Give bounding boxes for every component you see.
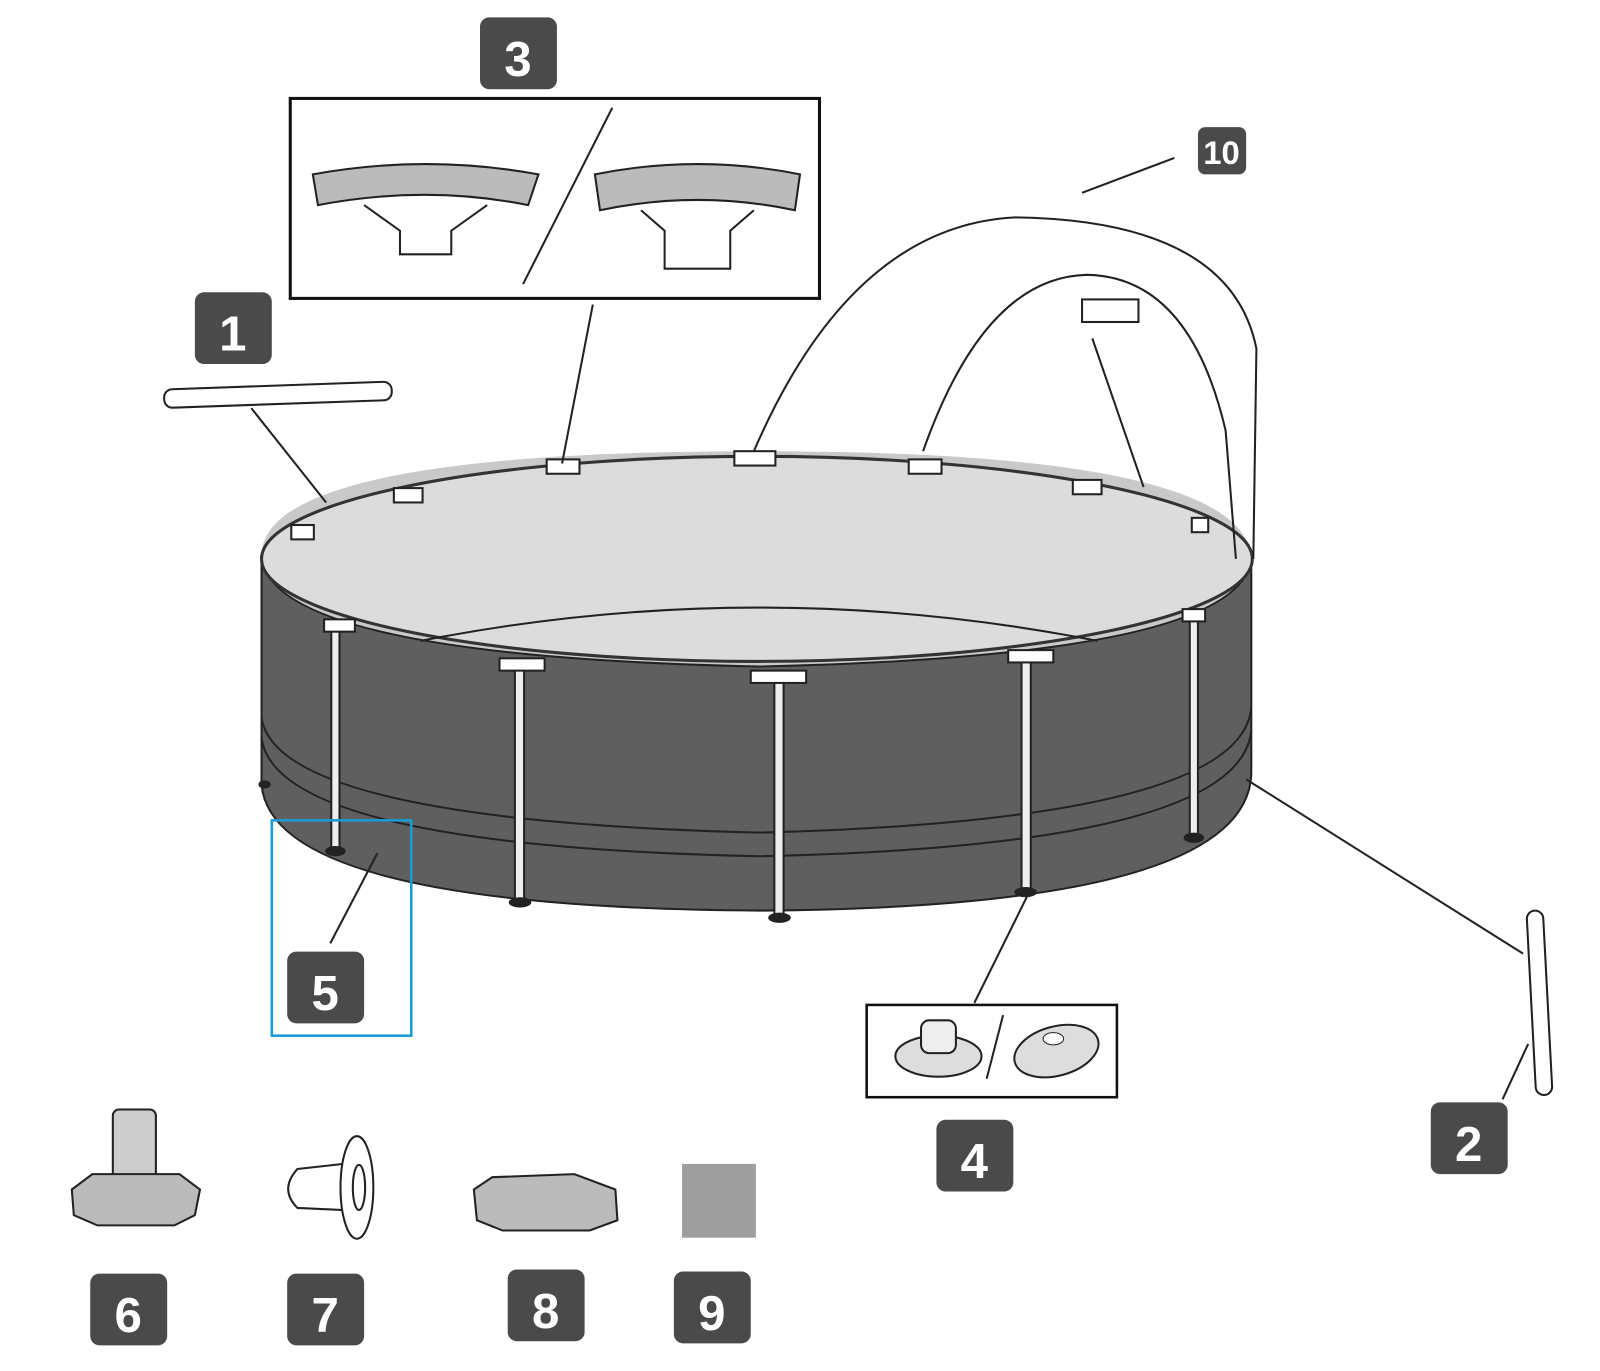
- part-3-connector-box: [288, 96, 822, 300]
- svg-text:1: 1: [219, 307, 246, 362]
- svg-text:4: 4: [961, 1134, 989, 1189]
- leader-lines: [250, 156, 1530, 1100]
- badge-part-1: 1: [194, 292, 272, 365]
- part-4-legcap-box: [865, 1003, 1119, 1099]
- part-7-illustration: [287, 1135, 375, 1240]
- part-6-illustration: [70, 1108, 202, 1227]
- svg-text:8: 8: [532, 1284, 559, 1339]
- part-8-illustration: [472, 1173, 619, 1232]
- pool-liner: [260, 558, 1253, 912]
- badge-part-3: 3: [480, 17, 557, 90]
- highlight-box: [270, 819, 413, 1037]
- badge-part-6: 6: [90, 1273, 168, 1346]
- leg-feet: [258, 780, 1205, 923]
- badge-part-8: 8: [507, 1269, 585, 1342]
- svg-text:5: 5: [311, 966, 338, 1021]
- svg-text:9: 9: [698, 1286, 725, 1341]
- pool: [258, 450, 1254, 923]
- part-9-patch-illustration: [682, 1163, 756, 1238]
- badge-part-4: 4: [936, 1119, 1014, 1192]
- badge-part-5: 5: [287, 951, 365, 1024]
- part-2-leg-illustration: [1525, 909, 1554, 1097]
- svg-text:6: 6: [115, 1288, 142, 1343]
- svg-text:7: 7: [311, 1288, 338, 1343]
- svg-text:2: 2: [1455, 1117, 1482, 1172]
- canopy: [752, 216, 1258, 559]
- svg-text:10: 10: [1203, 134, 1239, 171]
- badge-part-7: 7: [287, 1273, 365, 1346]
- badge-part-2: 2: [1430, 1102, 1508, 1175]
- svg-text:3: 3: [504, 32, 531, 87]
- badge-part-9: 9: [673, 1271, 751, 1344]
- part-1-beam-illustration: [163, 380, 393, 409]
- badge-part-10: 10: [1197, 127, 1247, 175]
